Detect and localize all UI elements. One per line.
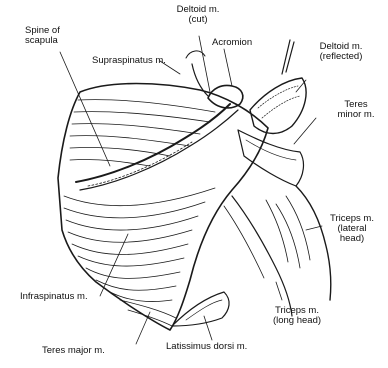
scapula-outline — [58, 84, 268, 331]
label-supraspinatus: Supraspinatus m. — [92, 56, 166, 66]
retractor — [282, 40, 294, 74]
teres-major-muscle — [120, 300, 176, 326]
label-teres-minor: Teres minor m. — [330, 100, 382, 120]
label-acromion: Acromion — [212, 38, 252, 48]
label-deltoid-cut: Deltoid m. (cut) — [168, 5, 228, 25]
label-triceps-lateral-head: Triceps m. (lateral head) — [322, 214, 382, 244]
label-spine-of-scapula: Spine of scapula — [25, 26, 60, 46]
label-triceps-long-head: Triceps m. (long head) — [258, 306, 336, 326]
infraspinatus-muscle — [64, 188, 215, 302]
label-deltoid-reflected: Deltoid m. (reflected) — [304, 42, 378, 62]
spine-of-scapula-ridge — [76, 104, 238, 190]
label-teres-major: Teres major m. — [42, 346, 105, 356]
label-infraspinatus: Infraspinatus m. — [20, 292, 88, 302]
leader-lines — [60, 36, 322, 344]
label-latissimus-dorsi: Latissimus dorsi m. — [166, 342, 247, 352]
teres-minor-muscle — [238, 130, 303, 186]
deltoid-reflected-flap — [250, 78, 306, 134]
